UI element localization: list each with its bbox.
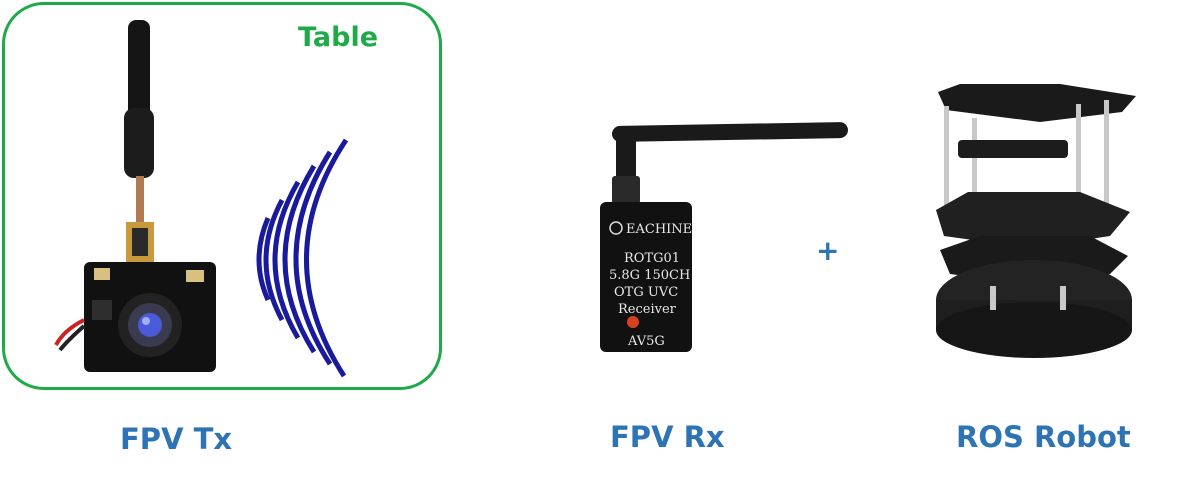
plus-sign: + xyxy=(816,234,840,267)
receiver-line1: ROTG01 xyxy=(624,251,680,266)
caption-fpv-tx: FPV Tx xyxy=(120,422,233,456)
radio-waves xyxy=(256,138,349,378)
caption-ros-robot: ROS Robot xyxy=(956,420,1131,454)
caption-fpv-rx: FPV Rx xyxy=(610,420,725,454)
receiver-line4: Receiver xyxy=(618,302,677,317)
receiver-footer: AV5G xyxy=(627,334,665,349)
fpv-receiver-image: EACHINE ROTG01 5.8G 150CH OTG UVC Receiv… xyxy=(600,122,848,352)
ros-robot-image xyxy=(936,84,1136,358)
receiver-line3: OTG UVC xyxy=(614,285,678,300)
table-frame xyxy=(2,2,442,390)
receiver-brand: EACHINE xyxy=(626,222,692,237)
table-label: Table xyxy=(298,22,379,53)
receiver-line2: 5.8G 150CH xyxy=(609,268,690,283)
fpv-transmitter-image xyxy=(54,20,216,372)
